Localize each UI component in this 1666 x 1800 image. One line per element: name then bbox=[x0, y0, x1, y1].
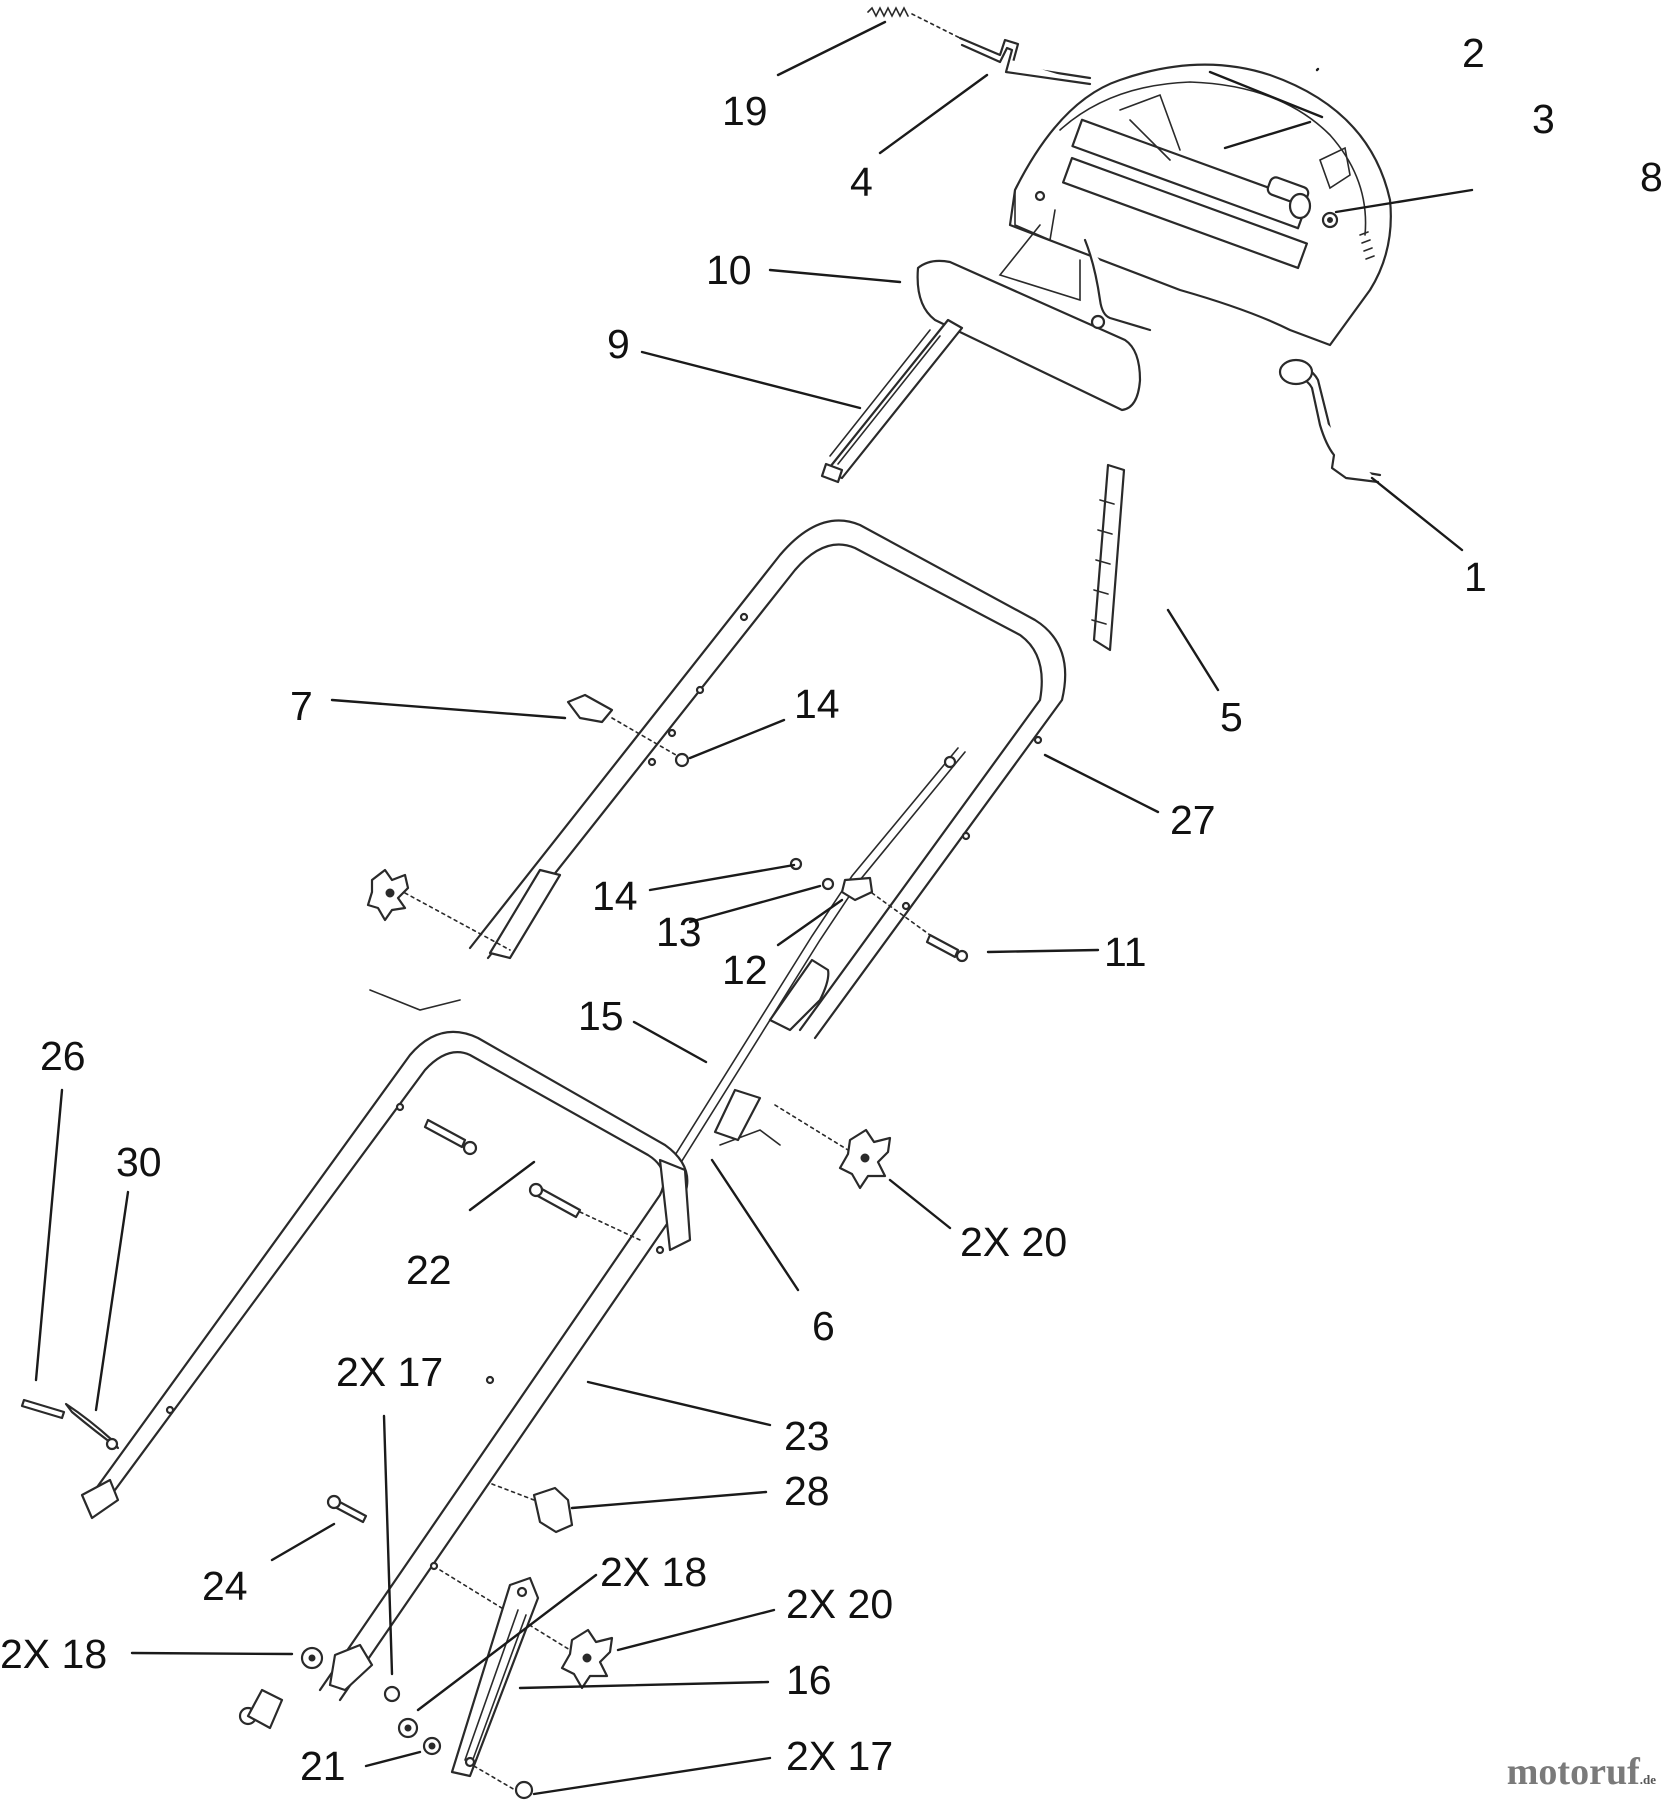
callout-14-lower: 14 bbox=[592, 873, 638, 919]
callout-15: 15 bbox=[578, 993, 624, 1039]
callout-2x17-lower: 2X 17 bbox=[786, 1733, 893, 1779]
part-4-wire-rod bbox=[958, 36, 1092, 86]
part-14-nut-lower bbox=[789, 857, 803, 871]
callout-23: 23 bbox=[784, 1413, 830, 1459]
part-5-right-cover bbox=[1091, 463, 1126, 652]
callout-24: 24 bbox=[202, 1563, 248, 1609]
part-3-knob bbox=[1266, 176, 1312, 220]
part-14-nut-upper bbox=[674, 752, 690, 768]
part-30-clip bbox=[64, 1402, 120, 1451]
watermark-logo: motoruf.de bbox=[1507, 1750, 1656, 1794]
callout-labels: 19 4 2 3 8 10 9 1 5 7 14 27 14 13 12 11 … bbox=[0, 30, 1663, 1789]
callout-13: 13 bbox=[656, 909, 702, 955]
part-26-pin bbox=[20, 1398, 66, 1420]
callout-30: 30 bbox=[116, 1139, 162, 1185]
part-20-knob-upper bbox=[774, 1104, 892, 1190]
part-18-spacer-right bbox=[397, 1717, 419, 1739]
part-10-grip-pad bbox=[916, 224, 1152, 412]
callout-27: 27 bbox=[1170, 797, 1216, 843]
part-8-washer bbox=[1321, 211, 1339, 229]
part-17-nut-left bbox=[383, 1685, 401, 1703]
part-27-upper-handle bbox=[369, 519, 1067, 1146]
callout-21: 21 bbox=[300, 1743, 346, 1789]
part-13-washer bbox=[821, 877, 835, 891]
knob-left-upper bbox=[366, 868, 511, 951]
watermark-suffix: .de bbox=[1639, 1772, 1656, 1787]
callout-12: 12 bbox=[722, 947, 768, 993]
part-2-bail-housing bbox=[1008, 63, 1392, 347]
part-18-spacer-left bbox=[300, 1646, 324, 1670]
callout-2x18-right: 2X 18 bbox=[600, 1549, 707, 1595]
callout-3: 3 bbox=[1532, 96, 1555, 142]
part-16-height-bracket bbox=[450, 1576, 540, 1800]
callout-6: 6 bbox=[812, 1303, 835, 1349]
part-21-washer bbox=[422, 1736, 442, 1756]
callout-2x20-lower: 2X 20 bbox=[786, 1581, 893, 1627]
callout-9: 9 bbox=[607, 321, 630, 367]
part-1-bail-rod bbox=[1278, 358, 1382, 484]
callout-26: 26 bbox=[40, 1033, 86, 1079]
callout-19: 19 bbox=[722, 88, 768, 134]
part-12-cable-bracket bbox=[840, 876, 874, 902]
lower-bracket-left bbox=[246, 1643, 374, 1730]
callout-2: 2 bbox=[1462, 30, 1485, 76]
callout-5: 5 bbox=[1220, 694, 1243, 740]
callout-2x18-left: 2X 18 bbox=[0, 1631, 107, 1677]
callout-10: 10 bbox=[706, 247, 752, 293]
watermark-main: motoruf bbox=[1506, 1751, 1640, 1793]
part-22-bolt-lower bbox=[528, 1182, 582, 1219]
part-19-spring bbox=[867, 6, 961, 39]
part-24-bolt bbox=[326, 1494, 368, 1524]
part-23-lower-handle bbox=[80, 1030, 762, 1702]
callout-2x17-upper: 2X 17 bbox=[336, 1349, 443, 1395]
part-22-bolt-upper bbox=[423, 1118, 478, 1156]
callout-2x20-upper: 2X 20 bbox=[960, 1219, 1067, 1265]
part-9-left-cover bbox=[820, 318, 964, 484]
callout-7: 7 bbox=[290, 683, 313, 729]
callout-22: 22 bbox=[406, 1247, 452, 1293]
part-28-bracket bbox=[491, 1483, 574, 1534]
leader-lines bbox=[34, 20, 1474, 1796]
callout-16: 16 bbox=[786, 1657, 832, 1703]
callout-1: 1 bbox=[1464, 554, 1487, 600]
part-7-cable-clip bbox=[566, 693, 614, 724]
callout-14-upper: 14 bbox=[794, 681, 840, 727]
part-11-bolt bbox=[925, 933, 969, 963]
callout-4: 4 bbox=[850, 159, 873, 205]
callout-11: 11 bbox=[1104, 929, 1147, 975]
callout-8: 8 bbox=[1640, 154, 1663, 200]
callout-28: 28 bbox=[784, 1468, 830, 1514]
